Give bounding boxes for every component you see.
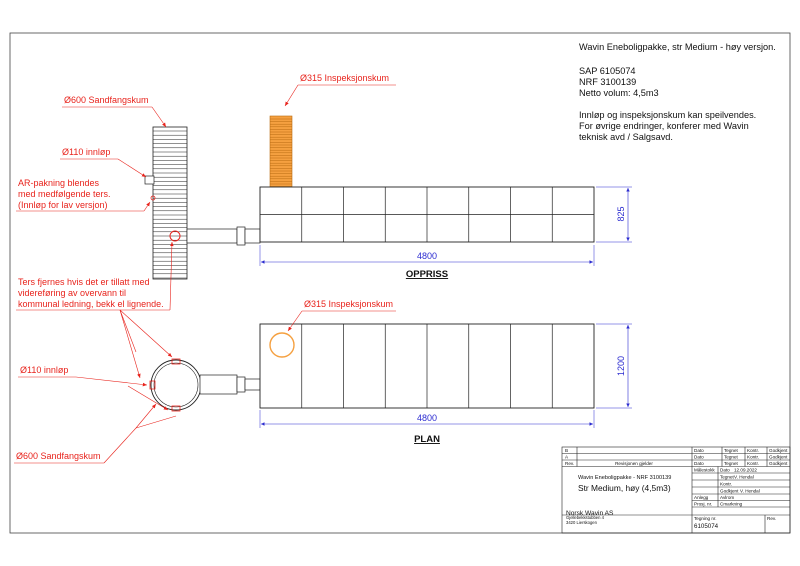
dimension-length-plan-label: 4800 xyxy=(417,413,437,423)
tb-prosj-label: Prosj. nr. xyxy=(694,502,712,507)
annotation-inspection-plan: Ø315 Inspeksjonskum xyxy=(287,299,396,332)
dimension-height-elevation-label: 825 xyxy=(616,206,626,221)
dimension-length-elevation xyxy=(259,245,595,266)
tb-tegnet-3: Tegnet xyxy=(724,461,739,466)
sandtrap-elevation xyxy=(152,126,188,280)
tb-dato-3: Dato xyxy=(694,461,704,466)
annotation-ters-line2: videreføring av overvann til xyxy=(18,288,126,298)
notes-volume: Netto volum: 4,5m3 xyxy=(579,88,659,98)
inlet-pipe-elevation xyxy=(144,175,155,185)
tb-dato-1: Dato xyxy=(694,448,704,453)
tb-godkjent-1: Godkjent xyxy=(769,448,788,453)
tank-modules-elevation xyxy=(259,186,595,243)
dimension-width-plan-label: 1200 xyxy=(616,356,626,376)
tb-project-title: Str Medium, høy (4,5m3) xyxy=(578,483,671,493)
notes-title: Wavin Eneboligpakke, str Medium - høy ve… xyxy=(579,42,776,52)
tb-godkjent-value: V. Hendal xyxy=(740,489,760,494)
tb-drawing-number: 6105074 xyxy=(694,523,719,530)
tb-godkjent-label: Godkjent xyxy=(720,489,739,494)
title-block xyxy=(561,446,791,534)
dimension-width-plan xyxy=(596,323,632,409)
outlet-pipe-plan xyxy=(199,374,261,395)
inlet-ring-elevation xyxy=(169,230,181,242)
tb-malestokk: Målestokk xyxy=(694,467,715,473)
annotation-inspection-top: Ø315 Inspeksjonskum xyxy=(284,73,396,107)
tank-modules-plan xyxy=(259,323,595,409)
annotation-ters-line3: kommunal ledning, bekk el lignende. xyxy=(18,299,164,309)
tb-prosj-value: Cmarkning xyxy=(720,502,743,507)
notes-sap: SAP 6105074 xyxy=(579,66,636,76)
tb-rev-label-bottom: Rev. xyxy=(767,516,776,521)
annotation-ters: Ters fjernes hvis det er tillatt med vid… xyxy=(16,241,174,411)
sandtrap-plan xyxy=(149,358,202,412)
tb-tegnet-label: Tegnet xyxy=(720,475,735,480)
tb-company: Norsk Wavin AS xyxy=(566,510,614,517)
notes-line2: For øvrige endringer, konferer med Wavin xyxy=(579,121,749,131)
tb-godkjent-2: Godkjent xyxy=(769,455,788,460)
annotation-inlet-top: Ø110 innløp xyxy=(60,147,147,178)
annotation-gasket-line1: AR-pakning blendes xyxy=(18,178,100,188)
tb-tegnet-2: Tegnet xyxy=(724,455,739,460)
annotation-inlet-top-text: Ø110 innløp xyxy=(62,147,110,157)
tb-tegnet-1: Tegnet xyxy=(724,448,739,453)
outlet-pipe-elevation xyxy=(186,226,261,246)
drawing-frame xyxy=(9,32,791,534)
view-label-elevation: OPPRISS xyxy=(406,269,448,280)
tb-anlegg-label: Anlegg xyxy=(694,495,709,500)
inspection-chamber-elevation xyxy=(269,115,293,188)
tb-project-line: Wavin Eneboligpakke - NRF 3100139 xyxy=(578,475,671,481)
notes-nrf: NRF 3100139 xyxy=(579,77,637,87)
inspection-chamber-plan xyxy=(269,332,295,358)
annotation-inspection-top-text: Ø315 Inspeksjonskum xyxy=(300,73,389,83)
view-label-plan: PLAN xyxy=(414,434,440,445)
dimension-length-elevation-label: 4800 xyxy=(417,251,437,261)
annotation-ters-line1: Ters fjernes hvis det er tillatt med xyxy=(18,277,150,287)
tb-dato-label: Dato xyxy=(720,468,730,473)
annotation-inspection-plan-text: Ø315 Inspeksjonskum xyxy=(304,299,393,309)
tb-tegnet-value: V. Hendal xyxy=(734,475,754,480)
annotation-gasket-line2: med medfølgende ters. xyxy=(18,189,111,199)
annotation-sandtrap-plan-text: Ø600 Sandfangskum xyxy=(16,451,101,461)
tb-rev-label: Rev. xyxy=(565,461,574,466)
tb-kontr-label: Kontr. xyxy=(720,482,732,487)
tb-kontr-2: Kontr. xyxy=(747,455,759,460)
tb-rev-a: A xyxy=(565,455,569,460)
annotation-sandtrap-top: Ø600 Sandfangskum xyxy=(62,95,167,128)
tb-godkjent-3: Godkjent xyxy=(769,461,788,466)
tb-rev-b: B xyxy=(565,448,568,453)
dimension-height-elevation xyxy=(596,186,632,243)
annotation-gasket-line3: (Innløp for lav versjon) xyxy=(18,200,108,210)
title-block-text: B A Rev. Revisjonen gjelder Dato Dato Da… xyxy=(565,448,788,525)
tb-kontr-3: Kontr. xyxy=(747,461,759,466)
tb-dato-2: Dato xyxy=(694,455,704,460)
tb-rev-desc: Revisjonen gjelder xyxy=(615,461,653,466)
notes-line1: Innløp og inspeksjonskum kan speilvendes… xyxy=(579,110,757,120)
dimension-length-plan xyxy=(259,410,595,428)
annotation-gasket: AR-pakning blendes med medfølgende ters.… xyxy=(16,178,156,212)
annotation-sandtrap-top-text: Ø600 Sandfangskum xyxy=(64,95,149,105)
annotation-inlet-plan-text: Ø110 innløp xyxy=(20,365,68,375)
notes-line3: teknisk avd / Salgsavd. xyxy=(579,132,673,142)
tb-kontr-1: Kontr. xyxy=(747,448,759,453)
tb-addr1: Gjellebekkstubben 4 xyxy=(566,515,605,520)
annotation-sandtrap-plan: Ø600 Sandfangskum xyxy=(14,403,177,464)
annotation-inlet-plan: Ø110 innløp xyxy=(18,365,148,387)
tb-anlegg-value: Avlrom xyxy=(720,495,734,500)
tb-date-value: 12.09.2022 xyxy=(734,468,757,473)
tb-tegning-nr-label: Tegning nr. xyxy=(694,516,716,521)
tb-addr2: 3420 Lierskogen xyxy=(566,520,598,525)
